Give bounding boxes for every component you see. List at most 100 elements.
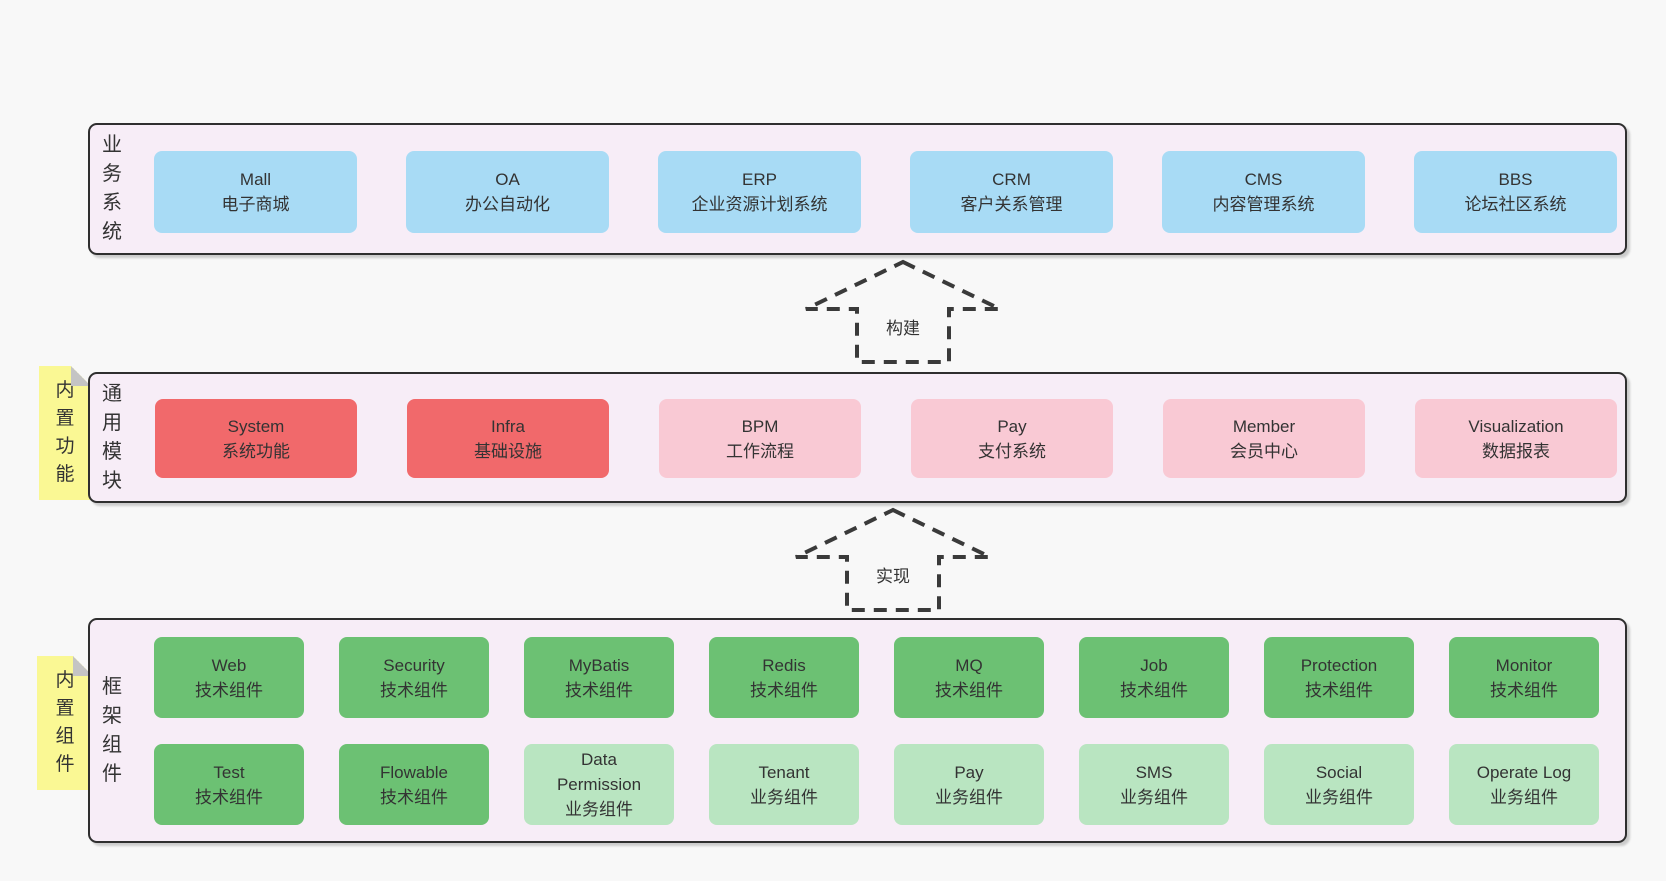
module-box-subtitle: 技术组件 — [380, 787, 448, 807]
module-box-title: Job — [1140, 655, 1168, 675]
module-box-subtitle: 业务组件 — [750, 787, 818, 807]
module-box-title: Redis — [762, 655, 806, 675]
module-box-title: Flowable — [379, 762, 449, 782]
module-box-system: System 系统功能 — [155, 399, 357, 478]
module-box-job: Job 技术组件 — [1079, 637, 1229, 718]
arrow-build-label: 构建 — [883, 314, 923, 339]
module-box-subtitle: 支付系统 — [978, 441, 1046, 461]
module-box-title: Operate Log — [1476, 762, 1572, 782]
module-box-title: ERP — [742, 170, 777, 189]
module-box-subtitle: 业务组件 — [1120, 787, 1188, 807]
module-box-subtitle: 企业资源计划系统 — [691, 195, 828, 214]
module-box-mybatis: MyBatis 技术组件 — [524, 637, 674, 718]
module-box-title: Data — [581, 750, 617, 769]
module-box-subtitle: 基础设施 — [474, 441, 542, 461]
dashed-up-arrow-icon — [805, 259, 1001, 364]
module-box-visualization: Visualization 数据报表 — [1415, 399, 1617, 478]
module-box-title: Infra — [490, 416, 526, 436]
module-box-subtitle: 技术组件 — [935, 680, 1003, 700]
module-box-subtitle: 技术组件 — [1305, 680, 1373, 700]
module-box-title: MQ — [955, 655, 983, 675]
module-box-subtitle: 业务组件 — [935, 787, 1003, 807]
module-box-title: Monitor — [1495, 655, 1553, 675]
common-modules-row: System 系统功能 Infra 基础设施 BPM 工作流程 Pay 支付系统 Member 会… — [155, 399, 1617, 478]
module-box-oa: OA 办公自动化 — [406, 151, 609, 233]
module-box-subtitle: 客户关系管理 — [960, 195, 1063, 214]
sticky-note-label: 内置功能 — [55, 380, 75, 485]
module-box-operate-log: Operate Log 业务组件 — [1449, 744, 1599, 825]
module-box-title: Pay — [954, 762, 984, 782]
module-box-subtitle: 技术组件 — [195, 787, 263, 807]
module-box-title: Protection — [1300, 655, 1378, 675]
module-box-title: Pay — [997, 416, 1027, 436]
module-box-subtitle: 内容管理系统 — [1212, 195, 1315, 214]
arrow-implement: 实现 — [793, 506, 993, 614]
module-box-subtitle: 论坛社区系统 — [1464, 195, 1567, 214]
module-box-title: CRM — [992, 170, 1031, 189]
module-box-subtitle: 办公自动化 — [465, 195, 550, 214]
module-box-bpm: BPM 工作流程 — [659, 399, 861, 478]
module-box-subtitle: 技术组件 — [380, 680, 448, 700]
arrow-implement-label: 实现 — [873, 562, 913, 587]
module-box-security: Security 技术组件 — [339, 637, 489, 718]
sticky-note-built-in-features: 内置功能 — [39, 366, 91, 500]
module-box-cms: CMS 内容管理系统 — [1162, 151, 1365, 233]
module-box-flowable: Flowable 技术组件 — [339, 744, 489, 825]
module-box-pay: Pay 业务组件 — [894, 744, 1044, 825]
module-box-title: Test — [213, 762, 245, 782]
module-box-sms: SMS 业务组件 — [1079, 744, 1229, 825]
module-box-subtitle: 技术组件 — [1120, 680, 1188, 700]
module-box-protection: Protection 技术组件 — [1264, 637, 1414, 718]
module-box-tenant: Tenant 业务组件 — [709, 744, 859, 825]
module-box-title: BPM — [741, 416, 779, 436]
module-box-subtitle: 数据报表 — [1482, 441, 1550, 461]
module-box-title-line2: Permission — [556, 775, 642, 794]
module-box-subtitle: 电子商城 — [221, 195, 290, 214]
module-box-subtitle: 系统功能 — [222, 441, 290, 461]
module-box-subtitle: 业务组件 — [1305, 787, 1373, 807]
module-box-title: Tenant — [758, 762, 810, 782]
module-box-title: CMS — [1244, 170, 1283, 189]
module-box-mq: MQ 技术组件 — [894, 637, 1044, 718]
dashed-up-arrow-icon — [795, 507, 991, 612]
module-box-title: MyBatis — [568, 655, 630, 675]
module-box-member: Member 会员中心 — [1163, 399, 1365, 478]
module-box-title: Security — [383, 655, 445, 675]
module-box-title: OA — [495, 170, 520, 189]
module-box-erp: ERP 企业资源计划系统 — [658, 151, 861, 233]
module-box-crm: CRM 客户关系管理 — [910, 151, 1113, 233]
module-box-subtitle: 业务组件 — [1490, 787, 1558, 807]
module-box-subtitle: 技术组件 — [565, 680, 633, 700]
module-box-subtitle: 会员中心 — [1230, 441, 1298, 461]
module-box-redis: Redis 技术组件 — [709, 637, 859, 718]
module-box-subtitle: 技术组件 — [750, 680, 818, 700]
module-box-title: SMS — [1135, 762, 1173, 782]
module-box-title: Visualization — [1468, 416, 1564, 436]
module-box-test: Test 技术组件 — [154, 744, 304, 825]
panel-common-modules: 通用模块 System 系统功能 Infra 基础设施 BPM 工作流程 Pay 支付系统 Me… — [88, 372, 1627, 503]
module-box-title: Web — [211, 655, 247, 675]
arrow-build: 构建 — [803, 258, 1003, 366]
panel-label-framework-components: 框架组件 — [102, 675, 122, 785]
sticky-note-label: 内置组件 — [55, 670, 75, 775]
module-box-pay: Pay 支付系统 — [911, 399, 1113, 478]
sticky-note-built-in-components: 内置组件 — [37, 656, 93, 790]
panel-label-common-modules: 通用模块 — [102, 382, 122, 492]
module-box-subtitle: 工作流程 — [726, 441, 794, 461]
module-box-title: Member — [1232, 416, 1296, 436]
module-box-title: BBS — [1498, 170, 1533, 189]
module-box-infra: Infra 基础设施 — [407, 399, 609, 478]
module-box-title: System — [227, 416, 285, 436]
panel-label-business-systems: 业务系统 — [102, 134, 122, 243]
module-box-bbs: BBS 论坛社区系统 — [1414, 151, 1617, 233]
